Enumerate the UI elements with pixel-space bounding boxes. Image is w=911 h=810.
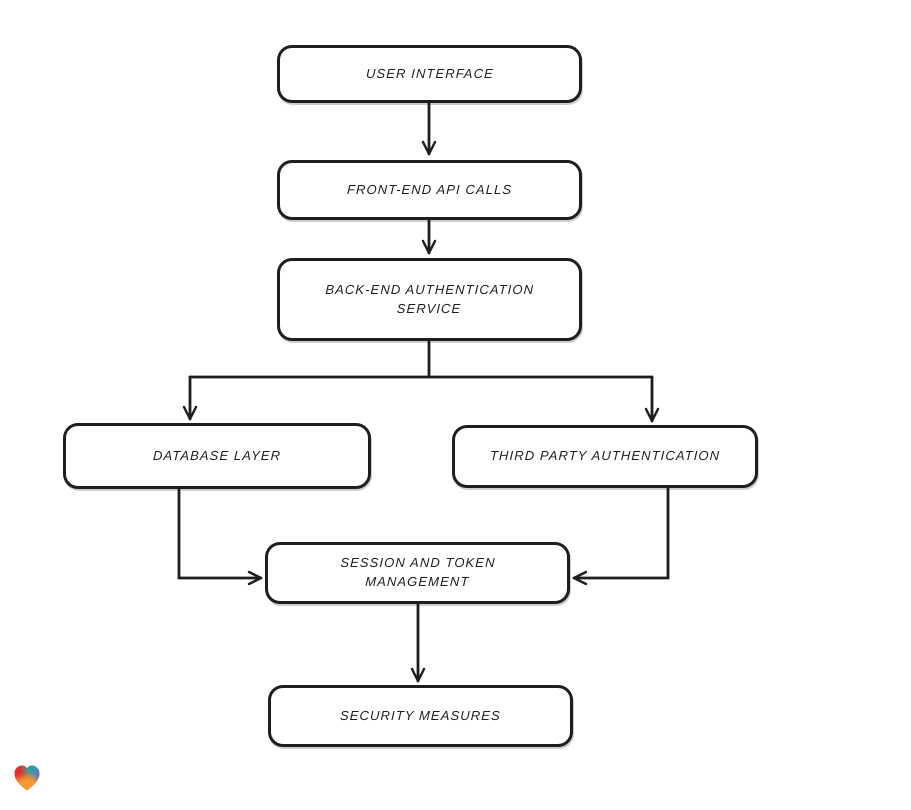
node-user-interface[interactable]: USER INTERFACE <box>277 45 582 103</box>
heart-logo[interactable] <box>11 762 43 794</box>
edge-thirdparty-to-session <box>572 486 670 586</box>
node-security-measures-label: SECURITY MEASURES <box>339 707 502 723</box>
node-session-and-token-management-label: SESSION AND TOKEN MANAGEMENT <box>339 555 496 589</box>
node-user-interface-label: USER INTERFACE <box>365 65 494 81</box>
node-database-layer-label: DATABASE LAYER <box>152 447 282 463</box>
node-database-layer[interactable]: DATABASE LAYER <box>63 423 371 489</box>
node-back-end-authentication-service-label: BACK-END AUTHENTICATION SERVICE <box>325 281 535 316</box>
node-front-end-api-calls[interactable]: FRONT-END API CALLS <box>277 160 582 220</box>
edge-database-to-session <box>177 487 263 586</box>
node-back-end-authentication-service[interactable]: BACK-END AUTHENTICATION SERVICE <box>277 258 582 341</box>
node-security-measures[interactable]: SECURITY MEASURES <box>268 685 573 747</box>
node-session-and-token-management[interactable]: SESSION AND TOKEN MANAGEMENT <box>265 542 570 604</box>
node-third-party-authentication[interactable]: THIRD PARTY AUTHENTICATION <box>452 425 758 488</box>
node-front-end-api-calls-label: FRONT-END API CALLS <box>346 181 513 197</box>
node-third-party-authentication-label: THIRD PARTY AUTHENTICATION <box>489 448 721 464</box>
